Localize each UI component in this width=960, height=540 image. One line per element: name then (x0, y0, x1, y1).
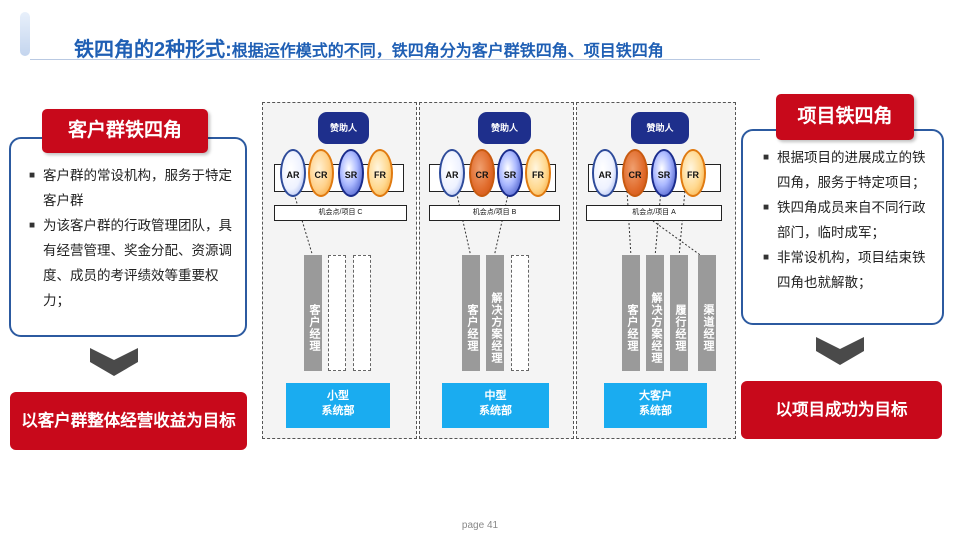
member-bar: 客户经理 (622, 255, 640, 371)
chevron-down-icon (816, 337, 864, 365)
page-title: 铁四角的2种形式:根据运作模式的不同，铁四角分为客户群铁四角、项目铁四角 (74, 33, 664, 62)
sponsor-box: 赞助人 (631, 112, 689, 144)
role-cr-oval: CR (622, 149, 648, 197)
role-fr-oval: FR (367, 149, 393, 197)
square-bullet-icon: ■ (763, 152, 770, 163)
title-accent-bar (20, 12, 30, 56)
team-panel-small: 赞助人 AR CR SR FR 机会点/项目 C 客户经理 小型 系统部 (262, 102, 417, 439)
square-bullet-icon: ■ (29, 170, 36, 181)
member-bar: 客户经理 (462, 255, 480, 371)
customer-group-bullets: ■客户群的常设机构，服务于特定客户群 ■为该客户群的行政管理团队，具有经营管理、… (29, 163, 237, 313)
page-number: page 41 (461, 520, 499, 531)
member-bar-empty (328, 255, 346, 371)
customer-group-tag: 客户群铁四角 (42, 109, 208, 153)
customer-group-goal: 以客户群整体经营收益为目标 (10, 392, 247, 450)
system-department-box: 大客户 系统部 (604, 383, 707, 428)
project-bullets: ■根据项目的进展成立的铁四角，服务于特定项目； ■铁四角成员来自不同行政部门，临… (763, 145, 934, 295)
member-bar: 解决方案经理 (486, 255, 504, 371)
member-bar: 渠道经理 (698, 255, 716, 371)
title-sub: 根据运作模式的不同，铁四角分为客户群铁四角、项目铁四角 (231, 43, 664, 60)
team-panel-large: 赞助人 AR CR SR FR 机会点/项目 A 客户经理 解决方案经理 履行经… (576, 102, 736, 439)
square-bullet-icon: ■ (29, 220, 36, 231)
member-bar-empty (511, 255, 529, 371)
role-fr-oval: FR (525, 149, 551, 197)
system-department-box: 小型 系统部 (286, 383, 390, 428)
role-fr-oval: FR (680, 149, 706, 197)
project-description-box: ■根据项目的进展成立的铁四角，服务于特定项目； ■铁四角成员来自不同行政部门，临… (741, 129, 944, 325)
square-bullet-icon: ■ (763, 202, 770, 213)
role-ar-oval: AR (592, 149, 618, 197)
project-goal: 以项目成功为目标 (741, 381, 942, 439)
bullet-item: ■铁四角成员来自不同行政部门，临时成军； (763, 195, 934, 245)
sponsor-box: 赞助人 (478, 112, 531, 144)
role-sr-oval: SR (497, 149, 523, 197)
bullet-item: ■根据项目的进展成立的铁四角，服务于特定项目； (763, 145, 934, 195)
role-sr-oval: SR (338, 149, 364, 197)
member-bar: 履行经理 (670, 255, 688, 371)
role-ar-oval: AR (439, 149, 465, 197)
member-bar: 解决方案经理 (646, 255, 664, 371)
title-main: 铁四角的2种形式: (74, 39, 232, 61)
sponsor-box: 赞助人 (318, 112, 369, 144)
bullet-item: ■非常设机构，项目结束铁四角也就解散； (763, 245, 934, 295)
opportunity-bar: 机会点/项目 C (274, 205, 407, 221)
member-bar-empty (353, 255, 371, 371)
title-divider (30, 59, 760, 60)
system-department-box: 中型 系统部 (442, 383, 549, 428)
role-ar-oval: AR (280, 149, 306, 197)
opportunity-bar: 机会点/项目 B (429, 205, 560, 221)
role-cr-oval: CR (469, 149, 495, 197)
project-tag: 项目铁四角 (776, 94, 914, 140)
square-bullet-icon: ■ (763, 252, 770, 263)
role-cr-oval: CR (308, 149, 334, 197)
team-panel-medium: 赞助人 AR CR SR FR 机会点/项目 B 客户经理 解决方案经理 中型 … (419, 102, 574, 439)
customer-group-description-box: ■客户群的常设机构，服务于特定客户群 ■为该客户群的行政管理团队，具有经营管理、… (9, 137, 247, 337)
bullet-item: ■客户群的常设机构，服务于特定客户群 (29, 163, 237, 213)
bullet-item: ■为该客户群的行政管理团队，具有经营管理、奖金分配、资源调度、成员的考评绩效等重… (29, 213, 237, 313)
role-sr-oval: SR (651, 149, 677, 197)
chevron-down-icon (90, 348, 138, 376)
opportunity-bar: 机会点/项目 A (586, 205, 722, 221)
member-bar: 客户经理 (304, 255, 322, 371)
